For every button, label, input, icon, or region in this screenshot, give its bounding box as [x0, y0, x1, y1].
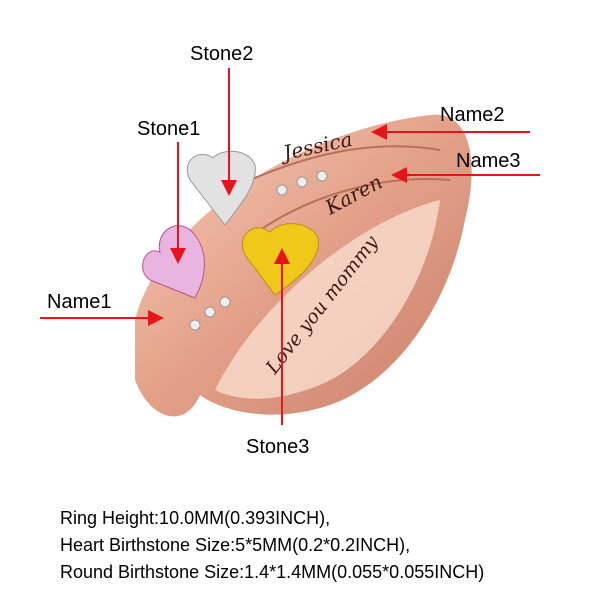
spec-heart-stone-size: Heart Birthstone Size:5*5MM(0.2*0.2INCH)…: [60, 535, 411, 555]
callout-name3: Name3: [456, 150, 520, 172]
accent-stones: [189, 170, 328, 331]
size-specs: Ring Height:10.0MM(0.393INCH), Heart Bir…: [60, 505, 484, 586]
callout-name2: Name2: [440, 104, 504, 126]
callout-stone3: Stone3: [246, 436, 309, 458]
callout-stone1: Stone1: [137, 118, 200, 140]
callout-stone2: Stone2: [190, 43, 253, 65]
spec-round-stone-size: Round Birthstone Size:1.4*1.4MM(0.055*0.…: [60, 562, 485, 582]
callout-name1: Name1: [47, 291, 111, 313]
spec-ring-height: Ring Height:10.0MM(0.393INCH),: [60, 508, 331, 528]
